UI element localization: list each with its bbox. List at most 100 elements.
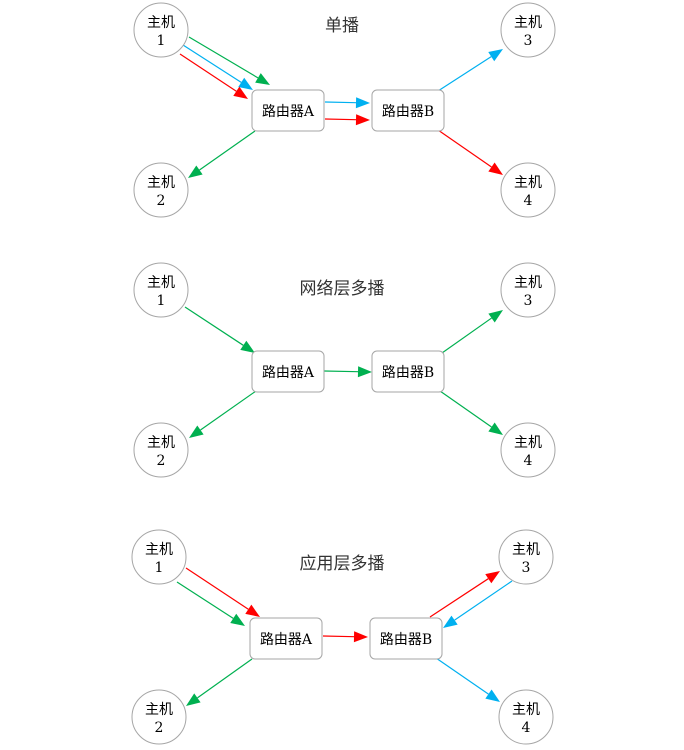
- router-box: [369, 617, 443, 660]
- host-circle: [131, 529, 187, 585]
- router-node-b: 路由器B: [371, 89, 445, 132]
- host-number: 1: [157, 33, 166, 49]
- arrowhead-icon: [240, 340, 255, 353]
- host-number: 3: [524, 33, 533, 49]
- arrowhead-icon: [355, 114, 370, 126]
- host-circle: [500, 162, 556, 218]
- host-node-1: 主机 1: [133, 262, 189, 318]
- host-circle: [500, 262, 556, 318]
- edge-line: [188, 36, 259, 79]
- arrowhead-icon: [488, 49, 503, 62]
- router-label: 路由器A: [262, 365, 315, 381]
- host-node-4: 主机 4: [500, 162, 556, 218]
- router-node-a: 路由器A: [251, 89, 325, 132]
- router-box: [251, 89, 325, 132]
- edge-arrow: [188, 36, 270, 85]
- arrowhead-icon: [189, 425, 204, 438]
- edge-line: [185, 567, 249, 610]
- host-label: 主机: [514, 175, 542, 191]
- host-node-3: 主机 3: [500, 262, 556, 318]
- host-label: 主机: [512, 542, 540, 558]
- edge-arrow: [443, 580, 513, 628]
- router-node-b: 路由器B: [371, 350, 445, 393]
- router-box: [251, 350, 325, 393]
- edge-line: [200, 390, 257, 431]
- edge-arrow: [429, 571, 500, 618]
- host-label: 主机: [147, 435, 175, 451]
- host-number: 4: [524, 193, 533, 209]
- host-node-2: 主机 2: [133, 162, 189, 218]
- router-label: 路由器B: [380, 632, 432, 648]
- host-label: 主机: [147, 15, 175, 31]
- arrowhead-icon: [238, 77, 253, 90]
- host-circle: [500, 2, 556, 58]
- host-number: 1: [157, 293, 166, 309]
- edge-arrow: [322, 631, 368, 643]
- edge-line: [454, 580, 513, 621]
- host-number: 4: [522, 720, 531, 736]
- edge-line: [176, 581, 234, 619]
- edge-line: [324, 101, 357, 104]
- host-number: 2: [155, 720, 164, 736]
- edge-line: [435, 657, 489, 695]
- diagram-title: 网络层多播: [300, 279, 385, 299]
- host-node-4: 主机4: [498, 689, 554, 745]
- arrowhead-icon: [255, 73, 270, 85]
- host-label: 主机: [145, 702, 173, 718]
- host-node-3: 主机 3: [500, 2, 556, 58]
- edge-line: [322, 635, 355, 638]
- arrowhead-icon: [353, 631, 368, 643]
- router-label: 路由器B: [382, 104, 434, 120]
- edge-line: [324, 118, 357, 121]
- router-label: 路由器A: [260, 632, 313, 648]
- router-node-a: 路由器A: [249, 617, 323, 660]
- edge-line: [182, 44, 242, 83]
- host-label: 主机: [514, 15, 542, 31]
- arrowhead-icon: [230, 613, 245, 626]
- router-box: [371, 350, 445, 393]
- host-circle: [133, 262, 189, 318]
- edge-line: [179, 53, 237, 92]
- host-number: 3: [522, 560, 531, 576]
- host-node-4: 主机4: [500, 422, 556, 478]
- arrowhead-icon: [488, 162, 503, 175]
- arrowhead-icon: [357, 366, 372, 378]
- host-node-1: 主机 1: [133, 2, 189, 58]
- edge-line: [437, 129, 492, 168]
- edge-arrow: [182, 44, 253, 90]
- arrowhead-icon: [488, 422, 503, 435]
- edge-line: [199, 130, 256, 171]
- host-label: 主机: [147, 275, 175, 291]
- arrowhead-icon: [355, 97, 370, 109]
- host-circle: [498, 689, 554, 745]
- edge-arrow: [437, 129, 503, 175]
- edge-line: [197, 658, 253, 699]
- edge-arrow: [437, 49, 503, 92]
- host-node-2: 主机 2: [131, 689, 187, 745]
- host-number: 3: [524, 293, 533, 309]
- host-node-1: 主机1: [131, 529, 187, 585]
- edge-line: [441, 317, 492, 354]
- edge-arrow: [186, 658, 253, 706]
- edge-arrow: [188, 130, 256, 178]
- arrowhead-icon: [188, 165, 203, 178]
- arrowhead-icon: [485, 689, 500, 702]
- router-box: [249, 617, 323, 660]
- host-circle: [131, 689, 187, 745]
- diagram-title: 应用层多播: [300, 554, 385, 574]
- host-circle: [133, 162, 189, 218]
- arrowhead-icon: [488, 310, 503, 323]
- edge-line: [437, 56, 492, 92]
- edge-arrow: [184, 306, 255, 353]
- host-label: 主机: [514, 275, 542, 291]
- host-label: 主机: [147, 175, 175, 191]
- edge-arrow: [179, 53, 248, 99]
- host-circle: [133, 2, 189, 58]
- host-number: 2: [157, 193, 166, 209]
- host-label: 主机: [145, 542, 173, 558]
- edge-line: [184, 306, 244, 346]
- router-label: 路由器A: [262, 104, 315, 120]
- edge-line: [439, 390, 492, 428]
